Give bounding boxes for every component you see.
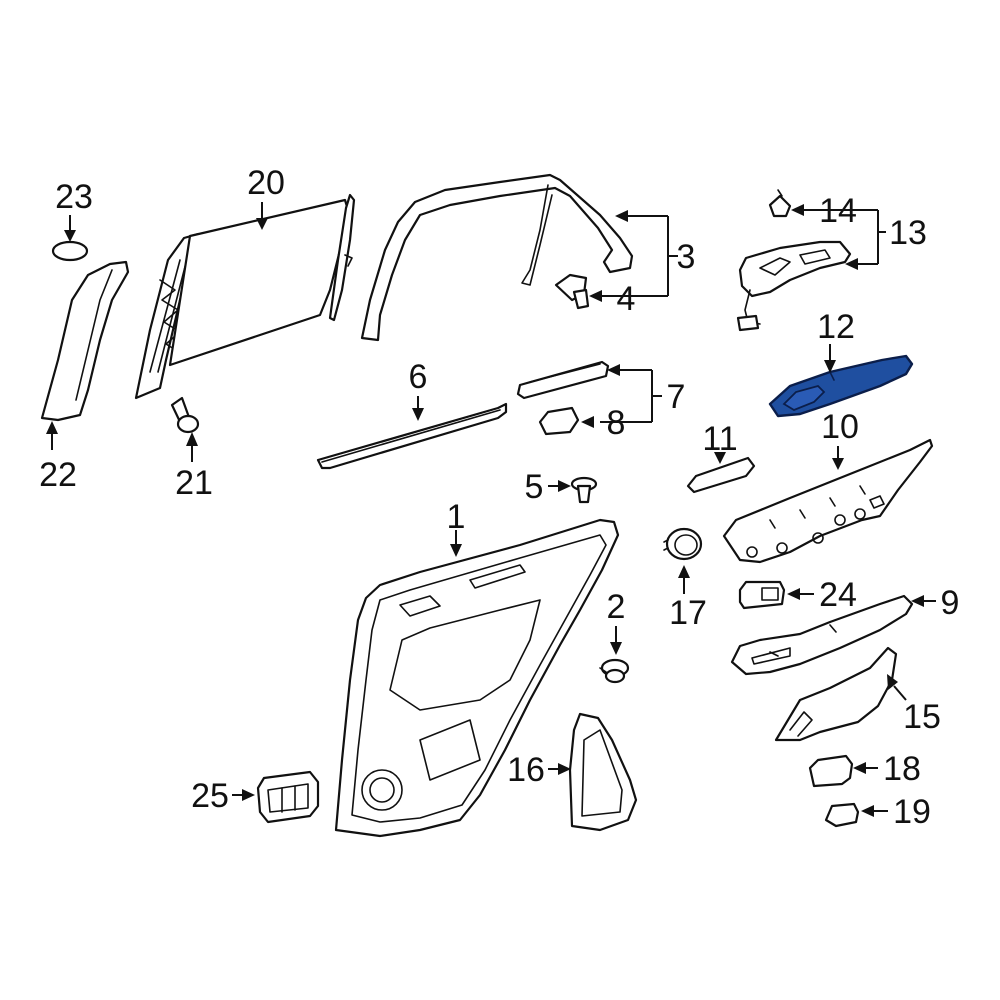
part-18-insert <box>808 754 854 788</box>
part-21-push-pin <box>170 396 200 434</box>
callout-12: 12 <box>817 308 855 346</box>
part-4-clip <box>554 273 590 310</box>
callout-17: 17 <box>669 594 707 632</box>
callout-13: 13 <box>889 214 927 252</box>
part-6-weatherstrip <box>316 402 508 470</box>
callout-20: 20 <box>247 164 285 202</box>
callout-10: 10 <box>821 408 859 446</box>
callout-1: 1 <box>447 498 466 536</box>
callout-15: 15 <box>903 698 941 736</box>
callout-21: 21 <box>175 464 213 502</box>
part-8-bracket <box>538 406 580 436</box>
callout-5: 5 <box>525 468 544 506</box>
callout-9: 9 <box>941 584 960 622</box>
part-10-armrest-trim <box>722 438 934 564</box>
callout-19: 19 <box>893 793 931 831</box>
callout-11: 11 <box>702 420 737 458</box>
callout-4: 4 <box>617 280 636 318</box>
callout-3: 3 <box>677 238 696 276</box>
part-20-sunshade <box>134 193 356 400</box>
callout-22: 22 <box>39 456 77 494</box>
callout-18: 18 <box>883 750 921 788</box>
leader-lines <box>46 202 936 817</box>
part-9-armrest <box>730 594 914 676</box>
part-2-fastener <box>599 658 630 684</box>
part-1-door-panel <box>334 518 620 838</box>
part-24-window-switch <box>738 580 786 610</box>
part-11-trim-strip <box>686 456 756 494</box>
callout-8: 8 <box>607 404 626 442</box>
callout-7: 7 <box>667 378 686 416</box>
part-25-switch <box>256 770 320 824</box>
callout-2: 2 <box>607 588 626 626</box>
callout-6: 6 <box>409 358 428 396</box>
callout-labels: 1 2 3 4 5 6 7 8 9 10 11 12 13 14 15 16 1… <box>39 164 959 831</box>
callout-25: 25 <box>191 777 229 815</box>
part-5-screw <box>570 476 598 504</box>
callout-24: 24 <box>819 576 857 614</box>
part-3-frame-molding <box>360 173 634 342</box>
part-15-door-pocket <box>774 646 898 742</box>
part-7-rail <box>516 360 610 400</box>
part-16-corner-cover <box>568 712 638 832</box>
callout-16: 16 <box>507 751 545 789</box>
part-22-pillar-trim <box>40 260 130 422</box>
part-23-plug <box>51 240 89 262</box>
callout-23: 23 <box>55 178 93 216</box>
part-13-handle-assembly <box>736 240 852 332</box>
part-17-grille <box>663 527 703 561</box>
part-12-pull-handle-highlighted[interactable] <box>768 354 914 418</box>
callout-14: 14 <box>819 192 857 230</box>
part-19-cap <box>824 802 860 828</box>
part-14-clip <box>768 189 792 218</box>
